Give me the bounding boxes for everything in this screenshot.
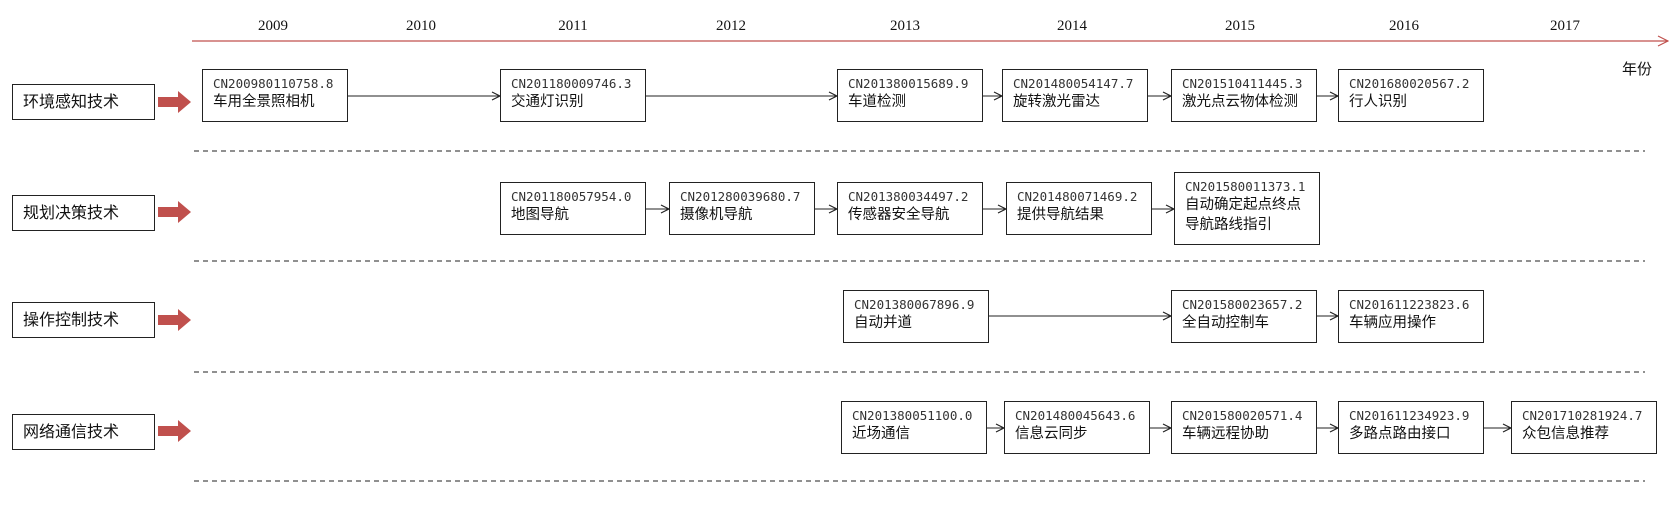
patent-title: 行人识别 — [1349, 94, 1407, 110]
patent-number: CN201480071469.2 — [1017, 189, 1138, 204]
patent-number: CN201580023657.2 — [1182, 297, 1303, 312]
patent-title: 车辆远程协助 — [1182, 426, 1269, 442]
patent-number: CN201180009746.3 — [511, 76, 632, 91]
patent-node: CN201180009746.3 交通灯识别 — [500, 69, 646, 122]
patent-number: CN201480045643.6 — [1015, 408, 1136, 423]
patent-number: CN201280039680.7 — [680, 189, 801, 204]
patent-number: CN201611223823.6 — [1349, 297, 1470, 312]
patent-title: 自动并道 — [854, 315, 912, 331]
category-operation-control: 操作控制技术 — [12, 302, 155, 338]
patent-number: CN201710281924.7 — [1522, 408, 1643, 423]
patent-number: CN201510411445.3 — [1182, 76, 1303, 91]
patent-node: CN201480054147.7 旋转激光雷达 — [1002, 69, 1148, 122]
patent-number: CN201680020567.2 — [1349, 76, 1470, 91]
patent-number: CN201380034497.2 — [848, 189, 969, 204]
year-label: 2013 — [890, 18, 920, 34]
category-planning-decision: 规划决策技术 — [12, 195, 155, 231]
patent-node: CN201510411445.3 激光点云物体检测 — [1171, 69, 1317, 122]
patent-node: CN201710281924.7 众包信息推荐 — [1511, 401, 1657, 454]
patent-node: CN201680020567.2 行人识别 — [1338, 69, 1484, 122]
patent-node: CN201480045643.6 信息云同步 — [1004, 401, 1150, 454]
year-label: 2014 — [1057, 18, 1087, 34]
patent-number: CN200980110758.8 — [213, 76, 334, 91]
patent-title: 车辆应用操作 — [1349, 315, 1436, 331]
patent-title: 多路点路由接口 — [1349, 426, 1451, 442]
right-arrow-icon — [158, 201, 191, 223]
patent-title: 摄像机导航 — [680, 207, 753, 223]
patent-title: 提供导航结果 — [1017, 207, 1104, 223]
patent-title: 信息云同步 — [1015, 426, 1088, 442]
patent-title: 车用全景照相机 — [213, 94, 315, 110]
patent-node: CN201480071469.2 提供导航结果 — [1006, 182, 1152, 235]
patent-title: 地图导航 — [511, 207, 569, 223]
year-label: 2011 — [558, 18, 588, 34]
patent-node: CN201580011373.1 自动确定起点终点 导航路线指引 — [1174, 172, 1320, 245]
patent-node: CN201380034497.2 传感器安全导航 — [837, 182, 983, 235]
patent-node: CN201380015689.9 车道检测 — [837, 69, 983, 122]
year-label: 2017 — [1550, 18, 1580, 34]
patent-node: CN201380051100.0 近场通信 — [841, 401, 987, 454]
patent-node: CN201611223823.6 车辆应用操作 — [1338, 290, 1484, 343]
patent-number: CN201380051100.0 — [852, 408, 973, 423]
right-arrow-icon — [158, 309, 191, 331]
patent-title-line2: 导航路线指引 — [1185, 217, 1272, 233]
patent-node: CN200980110758.8 车用全景照相机 — [202, 69, 348, 122]
patent-number: CN201380015689.9 — [848, 76, 969, 91]
patent-node: CN201180057954.0 地图导航 — [500, 182, 646, 235]
patent-number: CN201580011373.1 — [1185, 179, 1306, 194]
patent-number: CN201180057954.0 — [511, 189, 632, 204]
patent-title: 近场通信 — [852, 426, 910, 442]
patent-title: 传感器安全导航 — [848, 207, 950, 223]
patent-number: CN201380067896.9 — [854, 297, 975, 312]
year-label: 2012 — [716, 18, 746, 34]
patent-node: CN201580020571.4 车辆远程协助 — [1171, 401, 1317, 454]
right-arrow-icon — [158, 91, 191, 113]
right-arrow-icon — [158, 420, 191, 442]
patent-title: 自动确定起点终点 — [1185, 197, 1301, 213]
patent-number: CN201580020571.4 — [1182, 408, 1303, 423]
year-label: 2009 — [258, 18, 288, 34]
patent-node: CN201380067896.9 自动并道 — [843, 290, 989, 343]
patent-title: 车道检测 — [848, 94, 906, 110]
year-label: 2010 — [406, 18, 436, 34]
patent-title: 全自动控制车 — [1182, 315, 1269, 331]
patent-node: CN201611234923.9 多路点路由接口 — [1338, 401, 1484, 454]
patent-node: CN201280039680.7 摄像机导航 — [669, 182, 815, 235]
patent-title: 众包信息推荐 — [1522, 426, 1609, 442]
patent-title: 激光点云物体检测 — [1182, 94, 1298, 110]
axis-unit-label: 年份 — [1622, 60, 1653, 78]
patent-node: CN201580023657.2 全自动控制车 — [1171, 290, 1317, 343]
patent-number: CN201611234923.9 — [1349, 408, 1470, 423]
category-environment-perception: 环境感知技术 — [12, 84, 155, 120]
patent-title: 交通灯识别 — [511, 94, 584, 110]
year-label: 2015 — [1225, 18, 1255, 34]
year-label: 2016 — [1389, 18, 1419, 34]
patent-title: 旋转激光雷达 — [1013, 94, 1100, 110]
category-network-communication: 网络通信技术 — [12, 414, 155, 450]
patent-number: CN201480054147.7 — [1013, 76, 1134, 91]
